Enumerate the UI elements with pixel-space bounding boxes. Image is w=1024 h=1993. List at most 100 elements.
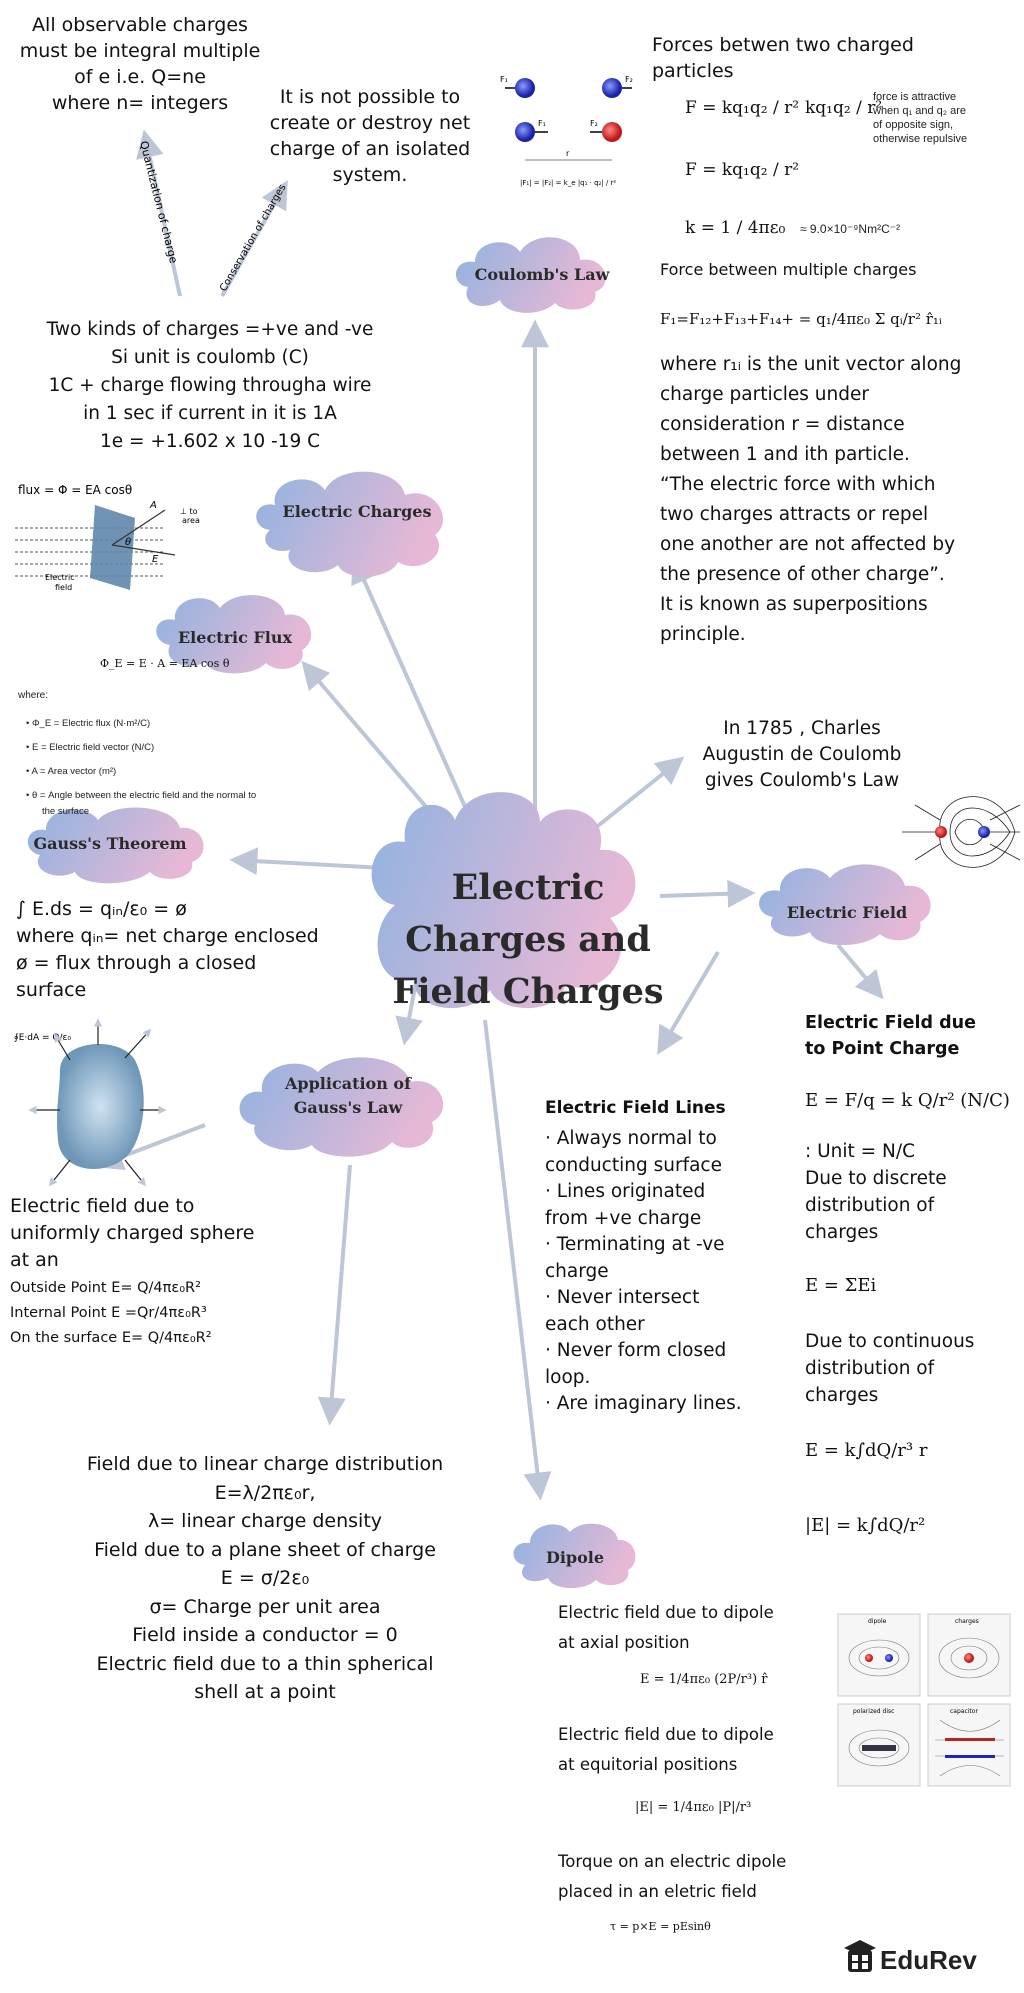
- edurev-logo: [844, 1940, 876, 1972]
- cloud-label-application-1: Application of: [285, 1074, 411, 1093]
- forces-eq-3: k = 1 / 4πε₀: [685, 218, 786, 238]
- gauss-line-1: ∫ E.ds = qᵢₙ/ε₀ = ø: [16, 898, 187, 920]
- field-lines-item-5: · Terminating at -ve: [545, 1234, 725, 1255]
- cloud-label-application-2: Gauss's Law: [293, 1098, 403, 1117]
- center-line-2: Charges and: [405, 919, 651, 960]
- brand-name[interactable]: EduRev: [880, 1945, 977, 1975]
- fig-label-f1b: F₁: [538, 119, 546, 128]
- forces-body-1: where r₁ᵢ is the unit vector along: [660, 354, 962, 375]
- fig-label-r: r: [566, 149, 570, 158]
- center-title: Electric Charges and Field Charges: [378, 862, 678, 1018]
- forces-title-2: particles: [652, 60, 734, 82]
- forces-note-1: force is attractive: [873, 91, 957, 103]
- point-charge-lines: : Unit = N/C Due to discrete distributio…: [805, 1138, 1015, 1246]
- flux-item-2: • E = Electric field vector (N/C): [26, 742, 155, 753]
- point-charge-line-2: Due to discrete: [805, 1168, 947, 1189]
- flux-where: where:: [18, 690, 49, 701]
- coulomb-figure: F₁ F₂ F₁ F₂ r |F₁| = |F₂| = k_e |q₁ · q₂…: [500, 75, 633, 187]
- dipole-panels-figure: dipole charges polarized disc capacitor: [837, 1613, 1011, 1787]
- charges-kinds-text: Two kinds of charges =+ve and -ve Si uni…: [10, 316, 410, 456]
- dipole-eq-torque: τ = p×E = pEsinθ: [610, 1920, 711, 1933]
- conservation-text: It is not possible to create or destroy …: [250, 84, 490, 188]
- kinds-line-5: 1e = +1.602 x 10 -19 C: [99, 431, 321, 452]
- flux-label-theta: θ: [125, 537, 131, 548]
- dipole-eq-axial: E = 1/4πε₀ (2P/r³) r̂: [640, 1672, 768, 1687]
- flux-label-electric: Electric: [45, 573, 75, 582]
- arrow-label-quantization: Quantization of charge: [137, 140, 180, 265]
- conservation-line-4: system.: [332, 164, 408, 186]
- field-lines-item-8: each other: [545, 1313, 645, 1335]
- flux-label-e: E: [152, 554, 159, 565]
- forces-eq-3b: ≈ 9.0×10⁻⁹Nm²C⁻²: [800, 222, 901, 236]
- gauss-theorem-text: ∫ E.ds = qᵢₙ/ε₀ = ø where qᵢₙ= net charg…: [16, 896, 366, 1004]
- panel-capacitor: capacitor: [950, 1708, 978, 1715]
- cloud-flux: [156, 595, 312, 674]
- flux-item-5: the surface: [42, 806, 89, 817]
- kinds-line-2: Si unit is coulomb (C): [111, 347, 309, 368]
- forces-title-1: Forces betwen two charged: [652, 34, 914, 56]
- linear-line-2: E=λ/2πε₀r,: [214, 1481, 316, 1504]
- point-charge-eq-3: E = k∫dQ/r³ r: [805, 1440, 928, 1461]
- center-line-1: Electric: [451, 867, 605, 908]
- dipole-equatorial-2: at equitorial positions: [558, 1755, 738, 1774]
- field-lines-item-9: · Never form closed: [545, 1340, 727, 1361]
- forces-note: force is attractive when q₁ and q₂ are o…: [873, 90, 1023, 146]
- field-lines-item-3: · Lines originated: [545, 1181, 706, 1202]
- forces-body-6: two charges attracts or repel: [660, 504, 929, 525]
- forces-body-2: charge particles under: [660, 384, 869, 405]
- quantization-line-4: where n= integers: [51, 92, 229, 114]
- dipole-torque-text: Torque on an electric dipole placed in a…: [558, 1847, 858, 1907]
- forces-note-4: otherwise repulsive: [873, 133, 968, 145]
- cloud-field: [759, 864, 931, 946]
- forces-body-8: the presence of other charge”.: [660, 564, 945, 585]
- flux-item-1: • Φ_E = Electric flux (N·m²/C): [26, 718, 151, 729]
- quantization-line-1: All observable charges: [32, 14, 248, 36]
- kinds-line-1: Two kinds of charges =+ve and -ve: [46, 319, 374, 340]
- cloud-application: [239, 1057, 444, 1157]
- flux-formula-label: flux = Φ = EA cosθ: [18, 483, 132, 497]
- quantization-line-3: of e i.e. Q=ne: [74, 66, 206, 88]
- flux-item-3: • A = Area vector (m²): [26, 766, 117, 777]
- field-lines-item-7: · Never intersect: [545, 1287, 700, 1308]
- sphere-points: Outside Point E= Q/4πε₀R² Internal Point…: [10, 1276, 330, 1351]
- flux-figure: flux = Φ = EA cosθ ⊥ to area A θ E Elect…: [15, 483, 200, 592]
- forces-title: Forces betwen two charged particles: [652, 32, 972, 84]
- field-lines-item-1: · Always normal to: [545, 1128, 717, 1149]
- forces-note-3: of opposite sign,: [873, 119, 954, 131]
- flux-label-perp: ⊥ to: [180, 507, 198, 516]
- gauss-line-2: where qᵢₙ= net charge enclosed: [16, 925, 319, 947]
- dipole-equatorial-1: Electric field due to dipole: [558, 1725, 774, 1744]
- flux-item-2-text: E = Electric field vector (N/C): [31, 742, 155, 753]
- panel-dipole: dipole: [868, 1618, 887, 1625]
- forces-body-4: between 1 and ith particle.: [660, 444, 910, 465]
- forces-body-3: consideration r = distance: [660, 414, 905, 435]
- sphere-line-3: at an: [10, 1249, 59, 1271]
- sphere-line-2: uniformly charged sphere: [10, 1222, 255, 1244]
- dipole-axial-1: Electric field due to dipole: [558, 1603, 774, 1622]
- forces-eq-2: F = kq₁q₂ / r²: [685, 160, 800, 180]
- dipole-equatorial-text: Electric field due to dipole at equitori…: [558, 1720, 838, 1780]
- fig-label-f2: F₂: [625, 75, 633, 84]
- point-charge-title-2: to Point Charge: [805, 1039, 960, 1059]
- quantization-text: All observable charges must be integral …: [0, 12, 280, 116]
- forces-body-7: one another are not affected by: [660, 534, 956, 555]
- gauss-figure: ∮E·dA = Q/ε₀: [14, 1018, 167, 1187]
- flux-item-3-text: A = Area vector (m²): [31, 766, 117, 777]
- forces-body-10: principle.: [660, 624, 746, 645]
- point-charge-eq-4: |E| = k∫dQ/r²: [805, 1515, 926, 1536]
- cloud-charges: [256, 471, 444, 577]
- cloud-label-gauss: Gauss's Theorem: [33, 834, 187, 853]
- quantization-line-2: must be integral multiple: [19, 40, 261, 62]
- cloud-dipole: [513, 1523, 636, 1589]
- forces-multiple-title: Force between multiple charges: [660, 260, 917, 279]
- arrow-label-conservation: Conservation of charges: [218, 183, 288, 294]
- linear-line-5: E = σ/2ε₀: [220, 1567, 310, 1589]
- flux-item-4-text: θ = Angle between the electric field and…: [31, 790, 257, 801]
- flux-item-1-text: Φ_E = Electric flux (N·m²/C): [31, 718, 151, 729]
- flux-label-area: area: [182, 516, 200, 525]
- fig-label-formula: |F₁| = |F₂| = k_e |q₁ · q₂| / r²: [520, 179, 616, 187]
- linear-line-9: shell at a point: [194, 1681, 336, 1703]
- dipole-axial-2: at axial position: [558, 1633, 690, 1652]
- linear-distribution-text: Field due to linear charge distribution …: [30, 1450, 500, 1707]
